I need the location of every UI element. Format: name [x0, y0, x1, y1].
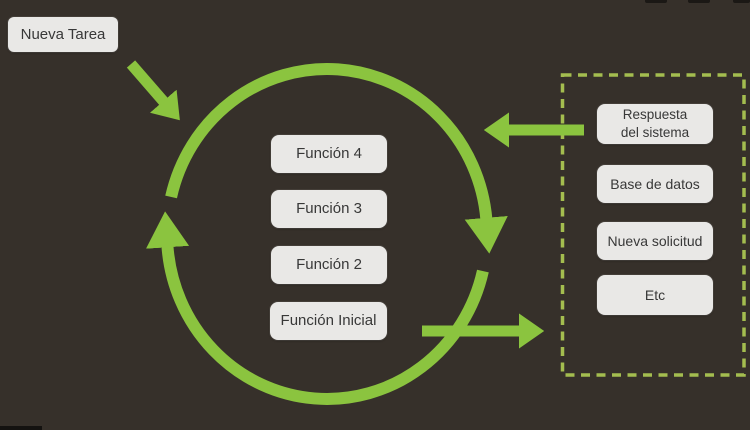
database-box: Base de datos: [597, 165, 713, 203]
function-2-box: Función 2: [271, 246, 387, 284]
new-task-arrow: [126, 60, 180, 121]
system-response-box: Respuesta del sistema: [597, 104, 713, 144]
new-task-box: Nueva Tarea: [8, 17, 118, 52]
etc-box: Etc: [597, 275, 713, 315]
new-request-box: Nueva solicitud: [597, 222, 713, 260]
bottom-left-progress-bar: [0, 426, 42, 430]
initial-function-box: Función Inicial: [270, 302, 387, 340]
top-edge-artifact: [688, 0, 710, 3]
loop-arc-top: [165, 62, 508, 254]
top-edge-artifact: [645, 0, 667, 3]
function-3-box: Función 3: [271, 190, 387, 228]
top-edge-artifact: [733, 0, 750, 3]
function-4-box: Función 4: [271, 135, 387, 173]
external-tasks-dashed-box: [560, 73, 746, 377]
